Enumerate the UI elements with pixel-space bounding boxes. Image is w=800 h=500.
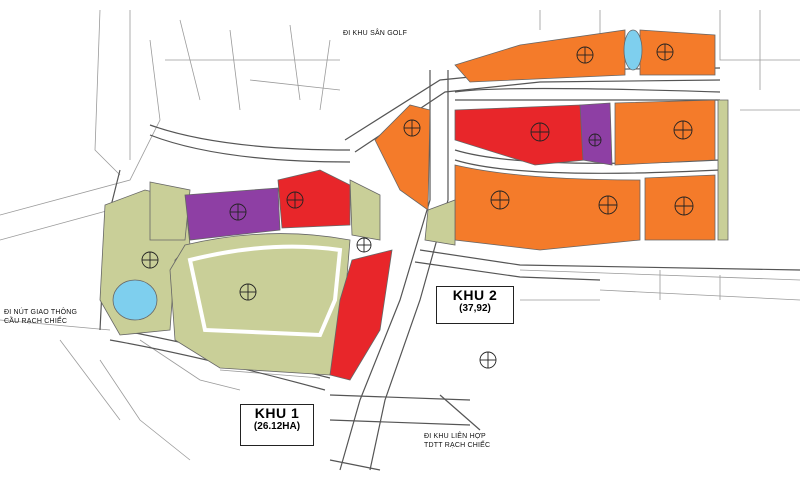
transit-hub-label: ĐI KHU LIÊN HỢP TDTT RẠCH CHIẾC (424, 433, 491, 449)
zone-khu-1-box: KHU 1 (37,92) (26.12HA) (240, 404, 314, 446)
zone-khu-1-title: KHU 1 (254, 405, 300, 421)
khu-1-parcels (99, 169, 393, 381)
background-streets (0, 9, 800, 461)
zone-khu-2-area: (37,92) (459, 303, 491, 314)
golf-course-label: ĐI KHU SÂN GOLF (343, 30, 408, 37)
zone-khu-2-box: KHU 2 (37,92) (436, 286, 514, 324)
zone-khu-1-area-value: (26.12HA) (253, 421, 301, 432)
zone-symbols (141, 43, 694, 369)
khu-2-parcels (374, 29, 729, 251)
zone-khu-2-title: KHU 2 (452, 287, 498, 303)
intersection-label: ĐI NÚT GIAO THÔNG CẦU RẠCH CHIẾC (4, 309, 78, 325)
